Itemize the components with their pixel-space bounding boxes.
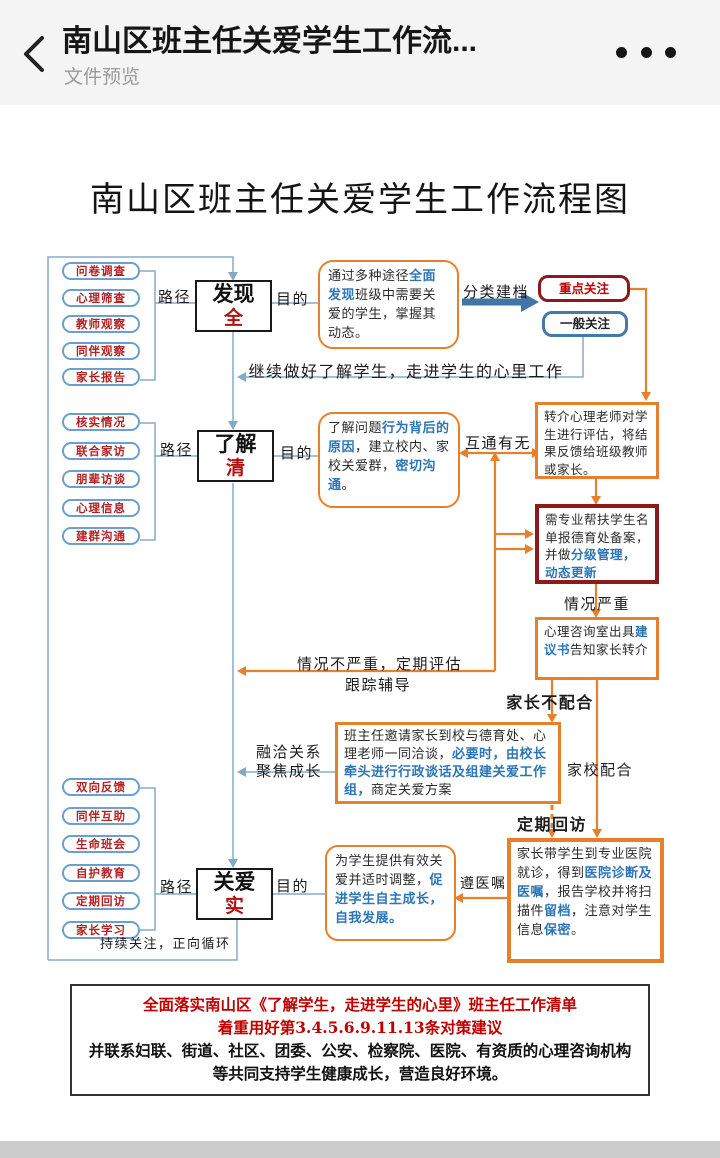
- summary-line-3: 并联系妇联、街道、社区、团委、公安、检察院、医院、有资质的心理咨询机构等共同支持…: [88, 1041, 632, 1083]
- general-focus-badge: 一般关注: [542, 311, 628, 337]
- tag-box: 联合家访: [62, 441, 140, 460]
- tag-box: 问卷调查: [62, 262, 140, 280]
- key-focus-badge: 重点关注: [538, 275, 630, 302]
- stage-name: 关爱: [213, 871, 256, 894]
- growth-label: 聚焦成长: [256, 762, 323, 780]
- text-segment: 全面发现: [328, 269, 437, 303]
- more-menu-button[interactable]: [616, 40, 676, 64]
- text-segment: 需专业帮扶学生名单报德育处备案，并做: [545, 512, 650, 562]
- refer-psychologist-panel: 转介心理老师对学生进行评估，将结果反馈给班级教师或家长。: [535, 402, 659, 479]
- tag-box: 定期回访: [62, 892, 140, 910]
- revisit-label: 定期回访: [516, 815, 588, 834]
- exchange-label: 互通有无: [465, 434, 532, 452]
- stage-name: 了解: [214, 433, 257, 456]
- purpose-label: 目的: [280, 444, 314, 462]
- harmony-label: 融洽关系: [256, 743, 323, 761]
- text-segment: 促进学生自主成长，自我发展。: [335, 873, 444, 926]
- text-segment: ，建立校内、家校关爱群，: [328, 440, 450, 474]
- loop-label: 持续关注，正向循环: [100, 937, 231, 952]
- tag-box: 自护教育: [62, 863, 140, 882]
- tag-box: 同伴互助: [62, 806, 140, 825]
- summary-line-2: 着重用好第3.4.5.6.9.11.13条对策建议: [217, 1018, 503, 1037]
- stage-name: 发现: [212, 283, 255, 306]
- summary-box: 全面落实南山区《了解学生，走进学生的心里》班主任工作清单 着重用好第3.4.5.…: [70, 984, 650, 1096]
- back-button[interactable]: [16, 30, 52, 78]
- text-segment: ，注意对学生信息: [517, 904, 653, 938]
- discover-goal-callout: 通过多种途径全面发现班级中需要关爱的学生，掌握其动态。: [318, 260, 459, 349]
- parent-uncooperative-label: 家长不配合: [506, 693, 594, 712]
- tag-box: 生命班会: [62, 835, 140, 853]
- stage-care: 关爱 实: [196, 868, 273, 920]
- tag-box: 双向反馈: [62, 778, 140, 796]
- stage-understand: 了解 清: [197, 430, 274, 482]
- ellipsis-icon: [640, 46, 652, 58]
- continue-label: 继续做好了解学生，走进学生的心里工作: [248, 362, 564, 381]
- tag-box: 核实情况: [62, 413, 140, 431]
- classify-label: 分类建档: [463, 283, 530, 301]
- discover-path-group: 问卷调查心理筛查教师观察同伴观察家长报告: [62, 262, 140, 395]
- text-segment: 班主任邀请家长到校与德育处、心理老师一同洽谈，: [344, 729, 547, 762]
- text-segment: 。: [341, 478, 356, 493]
- care-path-group: 双向反馈同伴互助生命班会自护教育定期回访家长学习: [62, 778, 140, 949]
- text-segment: 必要时，由校长牵头进行行政谈话及组建关爱工作组，: [344, 747, 547, 798]
- not-severe-label: 情况不严重，定期评估: [297, 655, 463, 673]
- text-segment: 转介心理老师对学生进行评估，将结果反馈给班级教师或家长。: [544, 409, 649, 477]
- chevron-left-icon: [16, 30, 52, 78]
- text-segment: 商定关爱方案: [371, 783, 453, 798]
- counsel-room-panel: 心理咨询室出具建议书告知家长转介: [535, 617, 659, 680]
- text-segment: 保密: [544, 923, 572, 938]
- stage-key: 实: [224, 895, 244, 917]
- summary-line-1: 全面落实南山区《了解学生，走进学生的心里》班主任工作清单: [142, 995, 577, 1014]
- path-label: 路径: [158, 288, 192, 306]
- file-title: 南山区班主任关爱学生工作流...: [62, 25, 478, 58]
- care-goal-callout: 为学生提供有效关爱并适时调整，促进学生自主成长，自我发展。: [325, 845, 456, 941]
- stage-discover: 发现 全: [195, 280, 272, 332]
- text-segment: ，报告学校并将扫描件: [517, 885, 653, 919]
- purpose-label: 目的: [276, 877, 310, 895]
- filing-panel: 需专业帮扶学生名单报德育处备案，并做分级管理，动态更新: [535, 504, 659, 584]
- invite-parents-panel: 班主任邀请家长到校与德育处、心理老师一同洽谈，必要时，由校长牵头进行行政谈话及组…: [335, 722, 561, 804]
- tag-box: 同伴观察: [62, 341, 140, 360]
- tag-box: 家长学习: [62, 920, 140, 939]
- tag-box: 心理筛查: [62, 288, 140, 307]
- text-segment: 密切沟通: [328, 459, 437, 493]
- tag-box: 心理信息: [62, 498, 140, 517]
- stage-key: 清: [225, 457, 245, 479]
- tag-box: 家长报告: [62, 368, 140, 386]
- understand-goal-callout: 了解问题行为背后的原因，建立校内、家校关爱群，密切沟通。: [318, 412, 460, 508]
- hospital-panel: 家长带学生到专业医院就诊，得到医院诊断及医嘱，报告学校并将扫描件留档，注意对学生…: [507, 838, 664, 963]
- tag-box: 建群沟通: [62, 527, 140, 545]
- text-segment: 建议书: [544, 624, 649, 657]
- tag-box: 教师观察: [62, 315, 140, 333]
- text-segment: 留档: [544, 904, 572, 919]
- follow-up-label: 跟踪辅导: [345, 676, 412, 694]
- parent-cooperative-label: 家校配合: [566, 761, 634, 779]
- severe-label: 情况严重: [563, 595, 631, 613]
- text-segment: 告知家长转介: [570, 641, 649, 657]
- ellipsis-icon: [616, 46, 627, 58]
- text-segment: 分级管理，动态更新: [545, 547, 637, 580]
- text-segment: 家长带学生到专业医院就诊，得到: [517, 847, 653, 881]
- header-bar: 南山区班主任关爱学生工作流... 文件预览: [0, 0, 720, 105]
- text-segment: 。: [571, 923, 585, 938]
- text-segment: 心理咨询室出具: [544, 624, 636, 639]
- understand-path-group: 核实情况联合家访朋辈访谈心理信息建群沟通: [62, 413, 140, 556]
- ellipsis-icon: [665, 46, 676, 58]
- preview-label: 文件预览: [64, 67, 141, 88]
- diagram-title: 南山区班主任关爱学生工作流程图: [90, 180, 630, 220]
- text-segment: 了解问题: [328, 421, 383, 436]
- text-segment: 医院诊断及医嘱: [517, 866, 653, 900]
- stage-key: 全: [223, 307, 243, 329]
- path-label: 路径: [160, 441, 194, 459]
- medical-advice-label: 遵医嘱: [460, 876, 507, 892]
- path-label: 路径: [160, 878, 194, 896]
- tag-box: 朋辈访谈: [62, 470, 140, 488]
- text-segment: 班级中需要关爱的学生，掌握其动态。: [328, 288, 437, 341]
- text-segment: 行为背后的原因: [328, 421, 450, 455]
- text-segment: 通过多种途径: [328, 269, 410, 284]
- purpose-label: 目的: [276, 290, 310, 308]
- bottom-bar: [0, 1141, 720, 1158]
- text-segment: 为学生提供有效关爱并适时调整，: [335, 854, 444, 888]
